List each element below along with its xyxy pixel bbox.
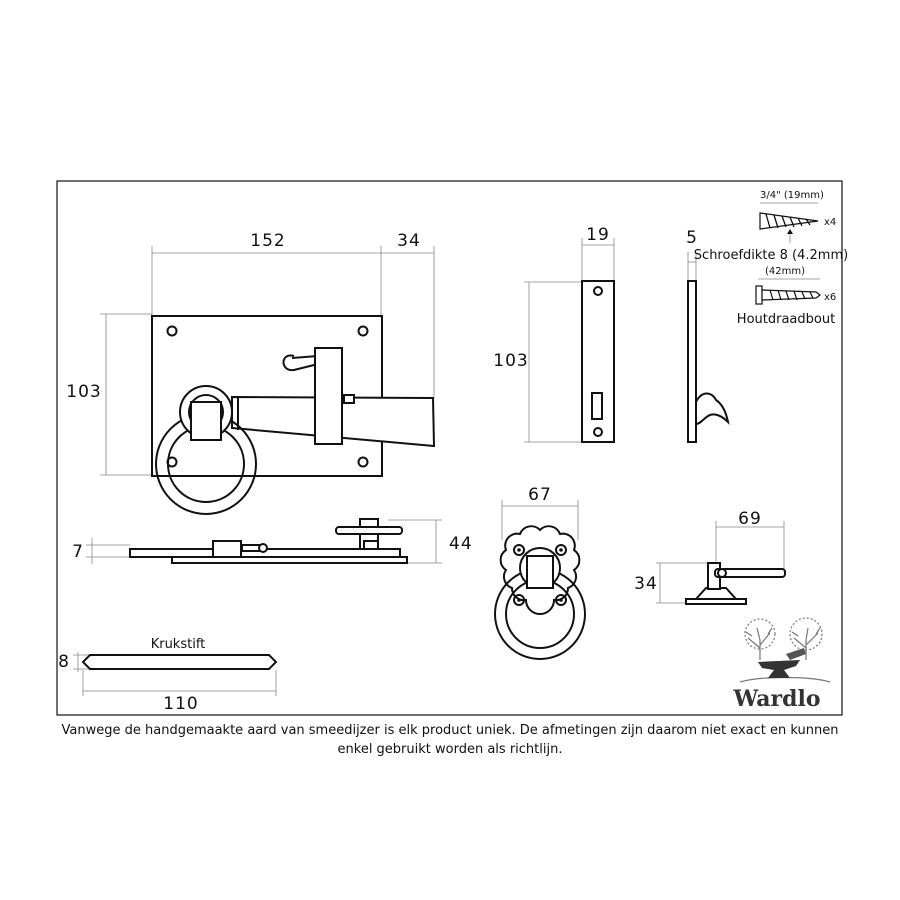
screw-hole (166, 325, 178, 337)
keep-plate (581, 280, 615, 443)
disclaimer-caption: Vanwege de handgemaakte aard van smeedij… (61, 723, 839, 757)
dim-profile-height: 44 (449, 534, 473, 554)
lever-arm (714, 568, 786, 578)
screw-hole (357, 456, 369, 468)
keep-side (687, 280, 697, 443)
screw-length: 3/4" (19mm) (760, 190, 824, 201)
bolt-name: Houtdraadbout (737, 312, 835, 327)
pin-view: Krukstift 8 110 (58, 637, 278, 714)
latch-front-view: 152 34 103 (66, 231, 436, 515)
screw-thickness: Schroefdikte 8 (4.2mm) (694, 248, 848, 263)
spring (282, 354, 319, 372)
drawing-frame (56, 180, 843, 716)
screw-hole (357, 325, 369, 337)
dim-lever-height: 34 (634, 574, 658, 594)
dim-pin-thickness: 8 (58, 652, 70, 672)
latch-side-profile: 7 44 (72, 518, 473, 564)
bolt-quantity: x6 (824, 292, 836, 303)
bar-stop (343, 394, 355, 404)
profile-plate (171, 556, 408, 564)
dim-bar-extension: 34 (397, 231, 421, 251)
back-plate (151, 315, 383, 477)
rosette-plate (499, 525, 581, 615)
lever-side-view: 69 34 (634, 509, 786, 605)
dim-keep-width: 19 (586, 225, 610, 245)
dim-latch-height: 103 (66, 382, 101, 402)
bolt-length: (42mm) (765, 266, 805, 277)
dim-keep-profile: 5 (686, 228, 698, 248)
hammer-icon (786, 648, 806, 660)
anvil-icon (758, 660, 800, 678)
dim-lever-width: 69 (738, 509, 762, 529)
guide-staple (314, 347, 343, 445)
pin-label: Krukstift (151, 637, 206, 652)
keep-views: 19 103 5 (493, 225, 730, 443)
brand-name: Wardlo (732, 686, 820, 712)
pin-shape (81, 654, 278, 670)
ring-collar (190, 401, 222, 441)
dim-pin-length: 110 (163, 694, 198, 714)
fixings: 3/4" (19mm) x4 Schroefdikte 8 (4.2mm) (4… (694, 190, 848, 327)
dim-latch-width: 152 (250, 231, 285, 251)
keep-slot (591, 392, 603, 420)
screw-icon (759, 212, 819, 230)
bolt-icon (755, 285, 763, 305)
wardlo-logo: Wardlo (732, 617, 831, 712)
keep-hook (695, 392, 730, 426)
ring-plate-view: 67 (494, 485, 586, 660)
screw-quantity: x4 (824, 217, 836, 228)
dim-ring-plate-width: 67 (528, 485, 552, 505)
dim-keep-height: 103 (493, 351, 528, 371)
dim-profile-thickness: 7 (72, 542, 84, 562)
